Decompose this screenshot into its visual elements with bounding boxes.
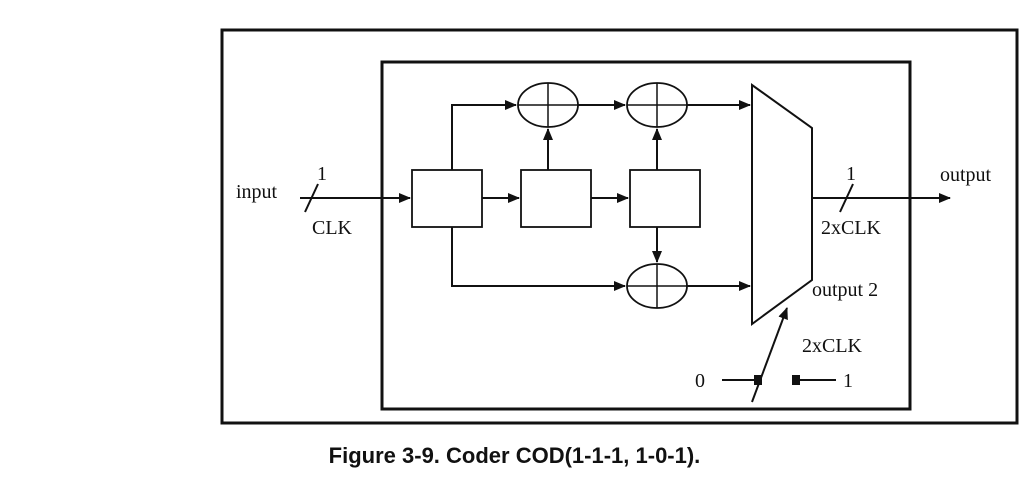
figure-caption: Figure 3-9. Coder COD(1-1-1, 1-0-1). — [328, 443, 701, 468]
output-width-label: 1 — [846, 163, 856, 185]
switch-1-label: 1 — [843, 370, 853, 392]
output2-label: output 2 — [812, 279, 878, 301]
multiplexer — [751, 83, 813, 326]
output-label: output — [940, 164, 992, 186]
input-label: input — [236, 181, 278, 203]
switch-0-label: 0 — [695, 370, 705, 392]
adder-3 — [626, 263, 688, 309]
register-2 — [520, 169, 592, 228]
coder-block — [380, 60, 912, 411]
adder-2 — [626, 82, 688, 128]
register-1 — [411, 169, 483, 228]
input-width-label: 1 — [317, 163, 327, 185]
mux-clk-label: 2xCLK — [802, 335, 863, 357]
input-clk-label: CLK — [312, 217, 353, 239]
adder-1 — [517, 82, 579, 128]
wires — [300, 100, 951, 403]
output-clk-label: 2xCLK — [821, 217, 882, 239]
register-3 — [629, 169, 701, 228]
outer-frame — [220, 28, 1019, 425]
